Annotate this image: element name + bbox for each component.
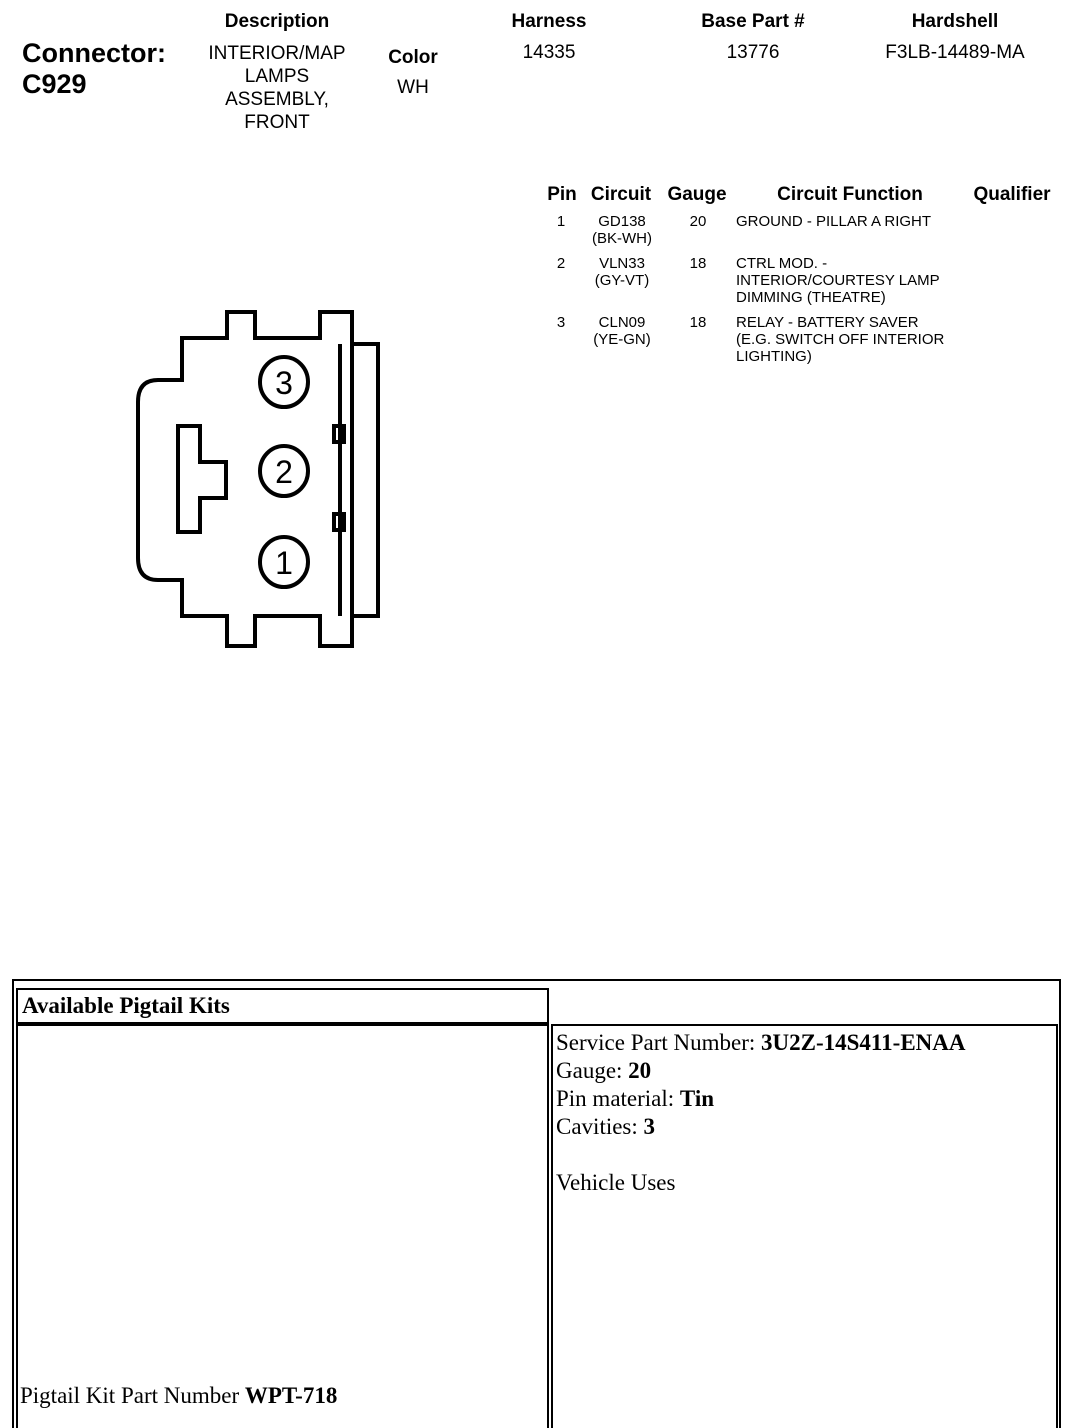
hardshell-label: Hardshell (911, 11, 999, 32)
row2-circuit: VLN33 (GY-VT) (582, 255, 662, 289)
row1-function-line: GROUND - PILLAR A RIGHT (736, 213, 932, 230)
kit-part-line: Pigtail Kit Part Number WPT-718 (20, 1382, 337, 1410)
color-value: WH (397, 77, 429, 98)
cavities-line: Cavities: 3 (556, 1113, 655, 1141)
color-label: Color (388, 47, 438, 68)
row3-function-line: RELAY - BATTERY SAVER (736, 314, 919, 331)
row3-function: RELAY - BATTERY SAVER (E.G. SWITCH OFF I… (736, 314, 966, 365)
row2-function-line: INTERIOR/COURTESY LAMP (736, 272, 940, 289)
service-part-label: Service Part Number: (556, 1030, 762, 1055)
row3-circuit-color: (YE-GN) (593, 331, 651, 348)
housing-outline (136, 310, 354, 648)
cavity-3 (258, 355, 310, 409)
gauge-line: Gauge: 20 (556, 1057, 651, 1085)
pigtail-title-box: Available Pigtail Kits (16, 988, 549, 1024)
right-rail (352, 342, 380, 618)
col-function-header: Circuit Function (777, 184, 923, 205)
col-pin-header: Pin (547, 184, 577, 205)
row1-circuit-color: (BK-WH) (592, 230, 652, 247)
key-tab (176, 424, 228, 534)
cavity-2 (258, 444, 310, 498)
cavity-1 (258, 535, 310, 589)
cavity-label-1: 1 (275, 545, 293, 581)
row2-function-line: CTRL MOD. - (736, 255, 828, 272)
service-part-line: Service Part Number: 3U2Z-14S411-ENAA (556, 1029, 966, 1057)
row1-pin: 1 (556, 213, 566, 230)
latch-notch (332, 424, 346, 444)
kit-part-label: Pigtail Kit Part Number (20, 1383, 245, 1408)
row1-gauge: 20 (689, 213, 707, 230)
connector-face-diagram: 3 2 1 (136, 310, 380, 648)
hardshell-value: F3LB-14489-MA (885, 42, 1025, 63)
row2-function-line: DIMMING (THEATRE) (736, 289, 886, 306)
kit-part-value: WPT-718 (244, 1383, 338, 1408)
pin-material-value: Tin (679, 1086, 715, 1111)
row2-circuit-color: (GY-VT) (594, 272, 650, 289)
pin-material-label: Pin material: (556, 1086, 680, 1111)
row2-gauge: 18 (689, 255, 707, 272)
connector-label: Connector: (22, 38, 166, 68)
row3-function-line: LIGHTING) (736, 348, 812, 365)
connector-title: Connector: C929 (22, 38, 166, 100)
cavities-value: 3 (643, 1114, 656, 1139)
cavity-label-3: 3 (275, 365, 293, 401)
row3-circuit: CLN09 (YE-GN) (582, 314, 662, 348)
row3-circuit-id: CLN09 (598, 314, 646, 331)
row1-function: GROUND - PILLAR A RIGHT (736, 213, 966, 230)
connector-id: C929 (22, 69, 87, 99)
row2-function: CTRL MOD. - INTERIOR/COURTESY LAMP DIMMI… (736, 255, 966, 306)
pigtail-title: Available Pigtail Kits (22, 993, 230, 1018)
pigtail-details-box: Service Part Number: 3U2Z-14S411-ENAA Ga… (551, 1024, 1058, 1428)
col-gauge-header: Gauge (667, 184, 727, 205)
row3-pin: 3 (556, 314, 566, 331)
gauge-label: Gauge: (556, 1058, 629, 1083)
col-qualifier-header: Qualifier (973, 184, 1051, 205)
row3-gauge: 18 (689, 314, 707, 331)
description-label: Description (224, 11, 330, 32)
row1-circuit-id: GD138 (598, 213, 646, 230)
col-circuit-header: Circuit (590, 184, 652, 205)
row2-pin: 2 (556, 255, 566, 272)
latch-notch (332, 512, 346, 532)
gauge-value: 20 (628, 1058, 652, 1083)
harness-label: Harness (511, 11, 587, 32)
cavities-label: Cavities: (556, 1114, 644, 1139)
vehicle-uses-label: Vehicle Uses (556, 1170, 676, 1195)
description-value: INTERIOR/MAP LAMPS ASSEMBLY, FRONT (208, 43, 346, 133)
pigtail-image-box: Pigtail Kit Part Number WPT-718 (16, 1024, 549, 1428)
harness-value: 14335 (522, 42, 576, 63)
service-part-value: 3U2Z-14S411-ENAA (761, 1030, 966, 1055)
base-part-label: Base Part # (701, 11, 805, 32)
row2-circuit-id: VLN33 (599, 255, 645, 272)
row3-function-line: (E.G. SWITCH OFF INTERIOR (736, 331, 945, 348)
pigtail-section (12, 979, 1061, 1428)
cavity-label-2: 2 (275, 454, 293, 490)
row1-circuit: GD138 (BK-WH) (582, 213, 662, 247)
base-part-value: 13776 (726, 42, 780, 63)
pin-material-line: Pin material: Tin (556, 1085, 714, 1113)
